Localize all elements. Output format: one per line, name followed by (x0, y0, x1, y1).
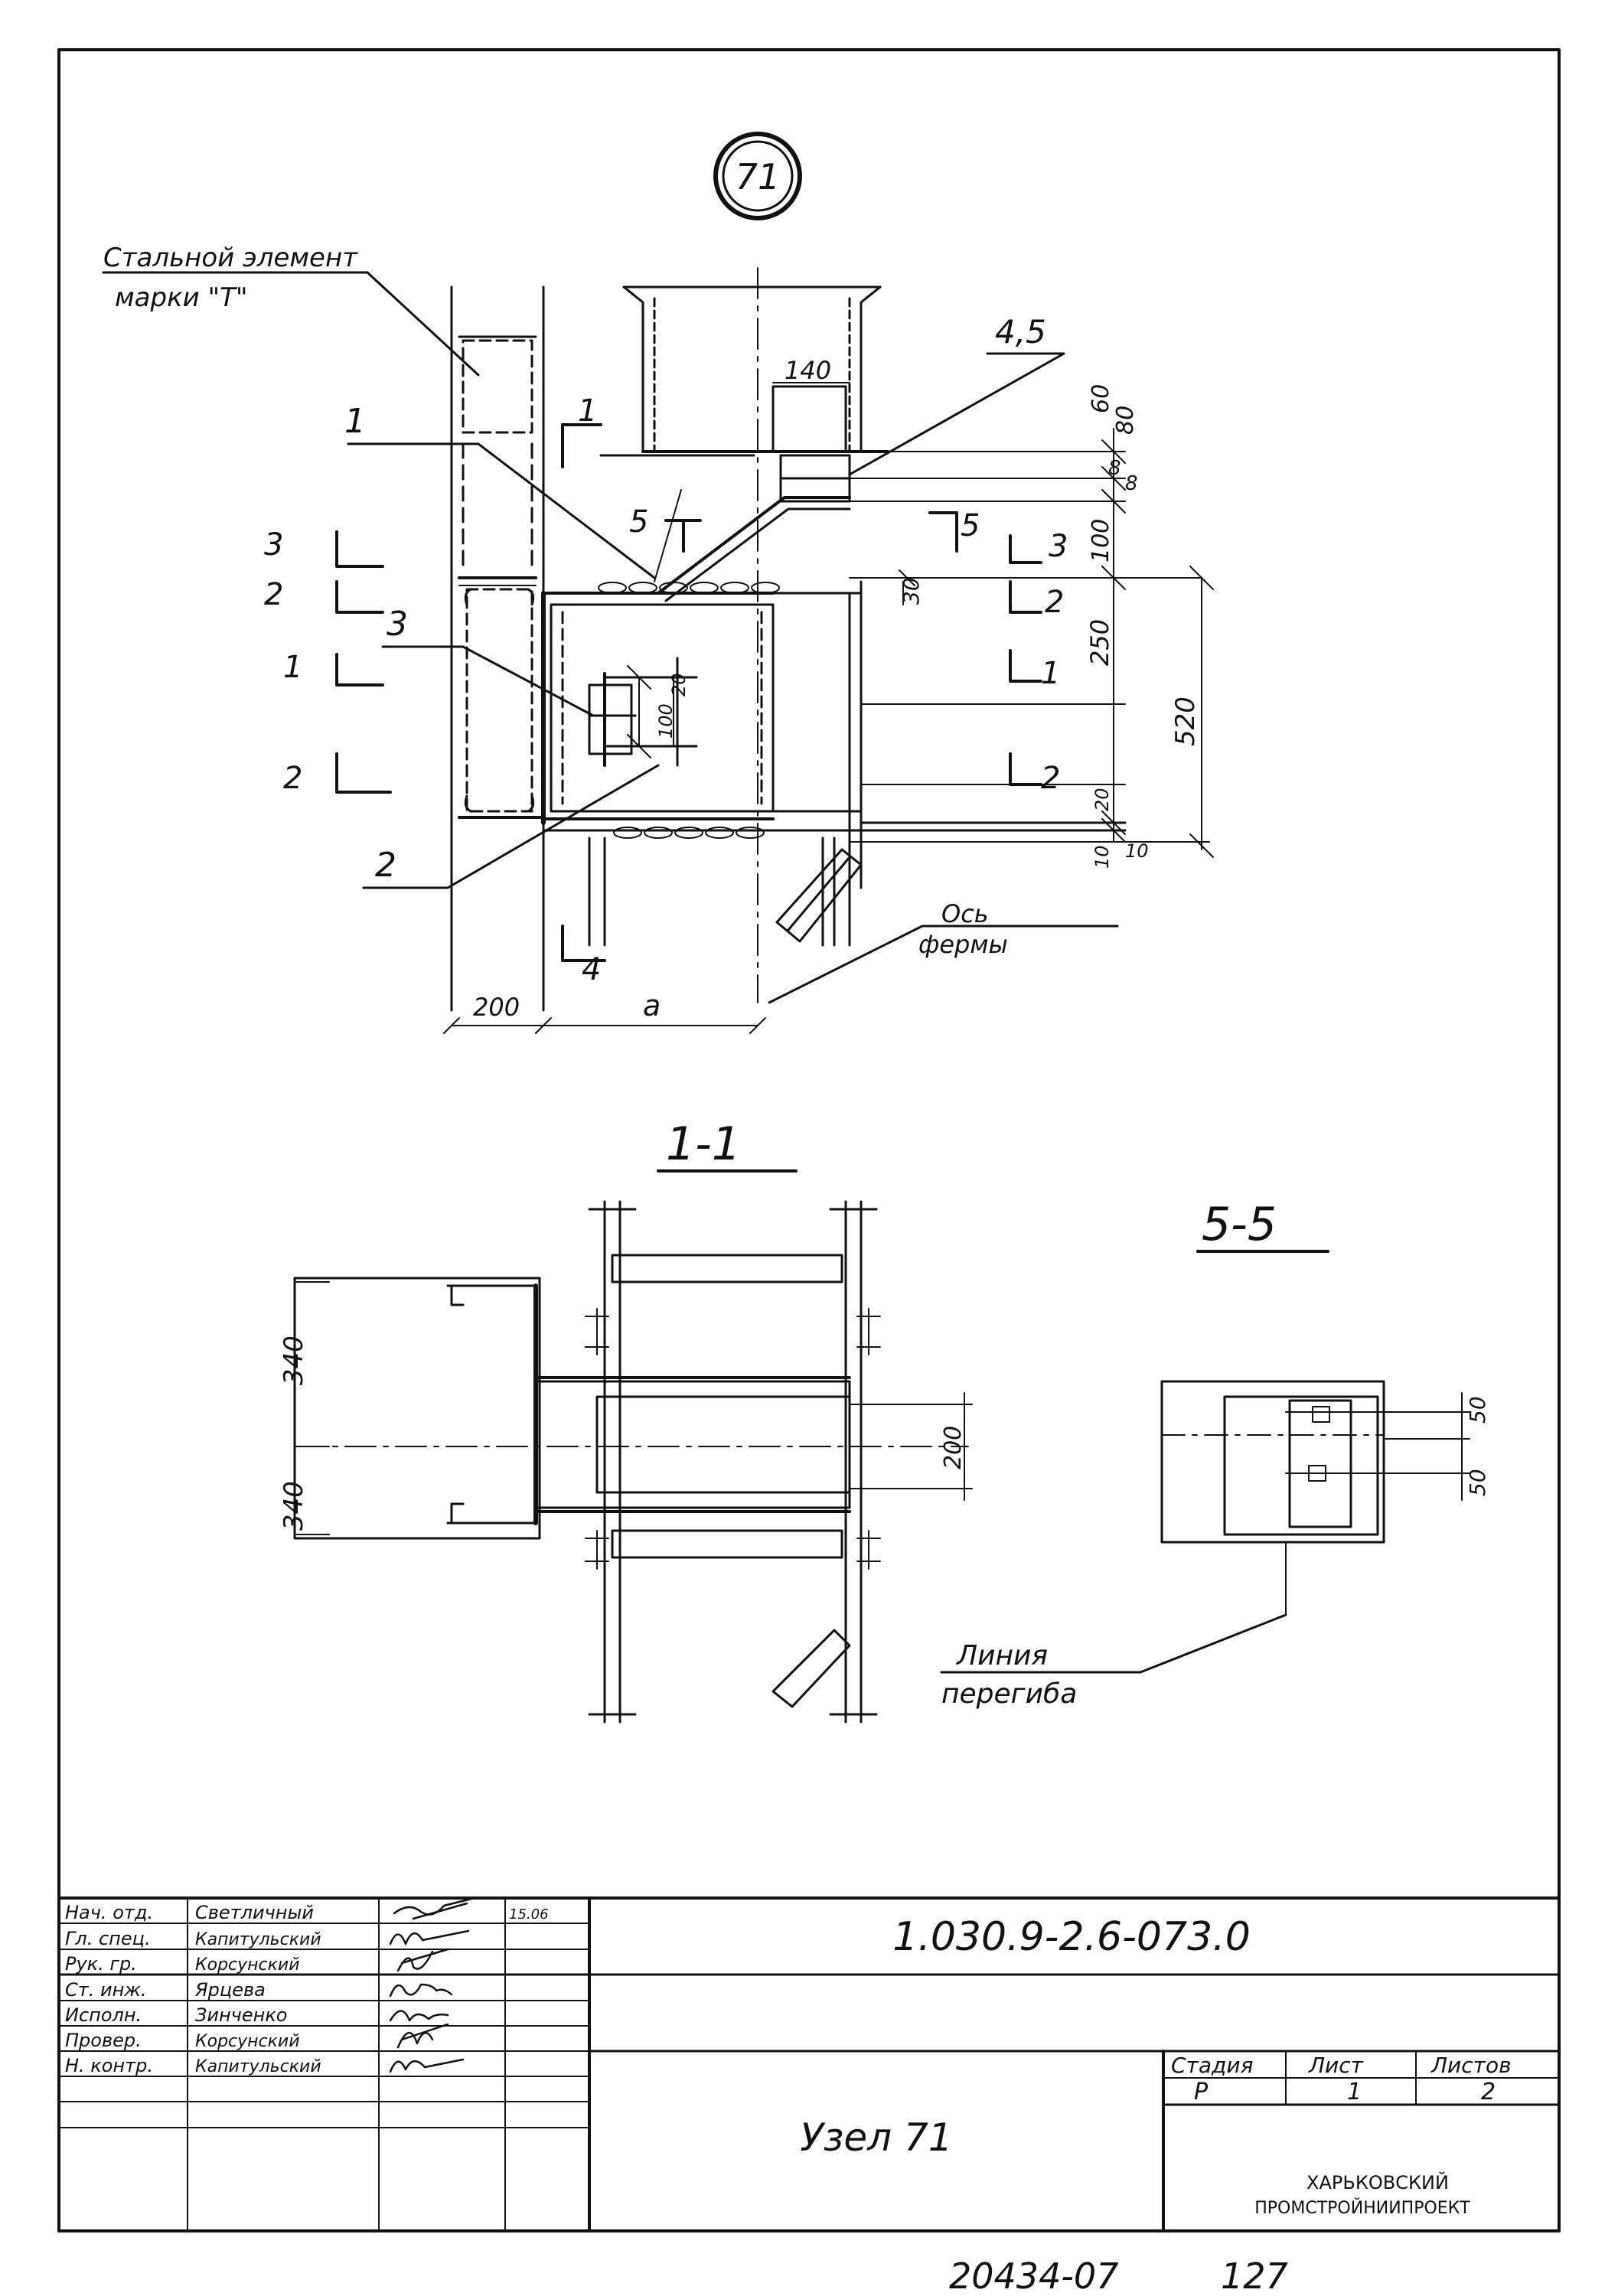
dim-10b: 10 (1125, 840, 1149, 862)
section-mark-left-2b: 2 (283, 761, 302, 796)
section-mark-left-2: 2 (264, 577, 283, 612)
column-element-t (450, 285, 545, 1012)
section-5-5-title: 5-5 (1202, 1198, 1277, 1251)
dimension-chain-right (849, 428, 1214, 858)
doc-code: 1.030.9-2.6-073.0 (892, 1914, 1251, 1960)
section-mark-left-1: 1 (283, 650, 302, 685)
callout-1: 1 (344, 402, 366, 441)
dim-60: 60 (1088, 384, 1114, 413)
axis-note-1: Ось (941, 899, 989, 928)
section-marks-left: 3 2 1 2 (264, 527, 392, 796)
drawing-name: Узел 71 (800, 2115, 952, 2160)
dim-200: 200 (473, 993, 520, 1022)
role-1: Гл. спец. (65, 1928, 151, 1949)
dim-100: 100 (1088, 519, 1114, 563)
sheets-header: Листов (1430, 2053, 1512, 2078)
role-0: Нач. отд. (65, 1902, 153, 1923)
dim-10a: 10 (1091, 845, 1113, 869)
name-0: Светличный (195, 1902, 314, 1923)
section-5-5: 5-5 50 50 Линия перегиба (940, 1198, 1490, 1710)
role-4: Исполн. (65, 2004, 142, 2026)
section-marks-right: 5 3 2 1 2 (928, 508, 1068, 796)
dim-8a: 8 (1108, 457, 1121, 480)
section-mark-right-5: 5 (961, 508, 980, 543)
bend-note-2: перегиба (941, 1678, 1077, 1710)
section-mark-right-2: 2 (1045, 585, 1064, 620)
section-mark-5-label: 5 (629, 504, 648, 540)
section-mark-right-2b: 2 (1041, 761, 1060, 796)
role-2: Рук. гр. (65, 1953, 137, 1975)
callout-2: 2 (375, 846, 396, 885)
date-0: 15.06 (509, 1906, 549, 1923)
bent-plate (599, 454, 851, 602)
org-line-2: ПРОМСТРОЙНИИПРОЕКТ (1254, 2198, 1470, 2218)
sheet-header: Лист (1308, 2053, 1364, 2078)
section-mark-top (561, 423, 602, 468)
axis-note-2: фермы (918, 930, 1008, 959)
role-6: Н. контр. (65, 2055, 153, 2076)
section-mark-top-label: 1 (578, 393, 597, 429)
sheet-frame (57, 48, 1561, 2232)
section-mark-bottom-label: 4 (582, 952, 601, 987)
dim-50-top: 50 (1465, 1396, 1490, 1424)
callout-3: 3 (387, 605, 408, 644)
section-mark-right-3: 3 (1049, 529, 1068, 564)
section-1-1: 1-1 (279, 1117, 973, 1724)
stage-value: Р (1194, 2079, 1209, 2105)
dim-250: 250 (1085, 619, 1114, 666)
dim-200-section: 200 (940, 1426, 967, 1469)
section-mark-left-3: 3 (264, 527, 283, 563)
vertical-strut (588, 837, 851, 947)
dim-50-bottom: 50 (1465, 1469, 1490, 1496)
plan-view: Стальной элемент марки "Т" (102, 243, 1214, 1034)
signatures (389, 1896, 476, 2073)
bolt-row-bottom (613, 827, 765, 839)
section-mark-right-1: 1 (1041, 656, 1060, 691)
signature-table: Нач. отд. Светличный 15.06 Гл. спец. Кап… (65, 1896, 549, 2076)
dim-100-inner: 100 (655, 703, 677, 739)
inventory-number: 20434-07 (949, 2255, 1118, 2296)
page-number: 127 (1221, 2255, 1288, 2296)
dim-340-top: 340 (279, 1336, 309, 1385)
sheets-value: 2 (1481, 2079, 1496, 2105)
upper-chord (622, 285, 889, 503)
inner-plate (588, 657, 698, 767)
name-3: Ярцева (194, 1979, 266, 2001)
dim-20: 20 (1091, 788, 1113, 811)
name-4: Зинченко (195, 2004, 288, 2026)
sheet-value: 1 (1347, 2079, 1362, 2105)
node-badge: 71 (713, 132, 802, 220)
bend-note-1: Линия (955, 1640, 1048, 1671)
name-5: Корсунский (195, 2032, 300, 2051)
dim-a: a (643, 989, 661, 1022)
dim-8b: 8 (1125, 472, 1138, 495)
dim-20-inner: 20 (668, 673, 690, 696)
role-3: Ст. инж. (65, 1979, 147, 2001)
dim-340-bottom: 340 (279, 1481, 309, 1531)
name-1: Капитульский (195, 1930, 321, 1949)
role-5: Провер. (65, 2030, 142, 2051)
diagonal-brace (775, 848, 863, 943)
stage-header: Стадия (1171, 2053, 1253, 2078)
name-2: Корсунский (195, 1955, 300, 1975)
inner-dims (627, 665, 674, 758)
org-line-1: ХАРЬКОВСКИЙ (1306, 2171, 1449, 2193)
steel-element-note-1: Стальной элемент (103, 243, 358, 273)
dim-80: 80 (1112, 406, 1139, 435)
title-block (57, 1896, 1561, 2232)
callout-4-5: 4,5 (995, 313, 1046, 351)
bottom-dims (443, 1017, 766, 1034)
name-6: Капитульский (195, 2057, 321, 2076)
section-1-1-title: 1-1 (666, 1117, 741, 1171)
node-badge-label: 71 (736, 156, 781, 197)
dim-520: 520 (1170, 696, 1201, 746)
dim-140: 140 (785, 356, 831, 385)
dim-30: 30 (899, 577, 924, 605)
steel-element-note-2: марки "Т" (115, 282, 248, 313)
bolt-row-top (598, 582, 780, 594)
